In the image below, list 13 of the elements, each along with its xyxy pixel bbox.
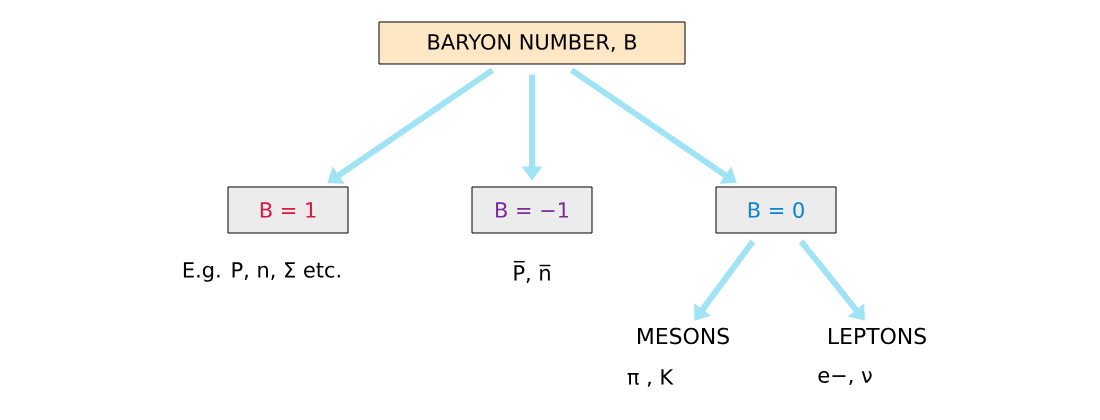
category-label: MESONS bbox=[638, 327, 729, 345]
value-box: B = −1 bbox=[471, 186, 593, 234]
title-box: BARYON NUMBER, B bbox=[378, 21, 686, 65]
example-text: E.g. P, n, Σ etc. bbox=[183, 262, 340, 282]
value-box: B = 1 bbox=[227, 186, 349, 234]
arrow bbox=[327, 67, 495, 184]
arrow bbox=[569, 67, 737, 184]
arrow bbox=[798, 239, 865, 321]
value-box: B = 0 bbox=[715, 186, 837, 234]
example-text: e−, ν bbox=[818, 370, 872, 386]
example-text: π , K bbox=[627, 369, 674, 387]
example-text: P̅, n̅ bbox=[513, 260, 551, 284]
category-label: LEPTONS bbox=[829, 327, 926, 345]
